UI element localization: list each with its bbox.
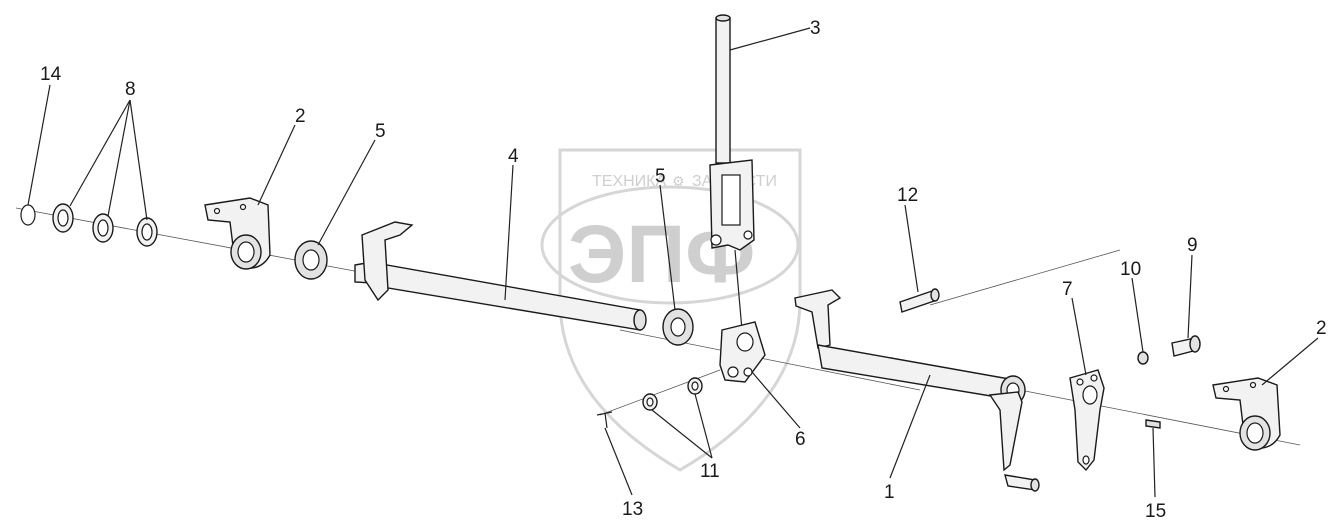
callout-1: 1 <box>884 482 895 503</box>
watermark-gear-icon: ⚙ <box>672 173 685 189</box>
arm-part-7 <box>1069 369 1105 472</box>
callout-2-left: 2 <box>295 106 306 127</box>
callout-5-right: 5 <box>655 166 666 187</box>
washers-part-8 <box>52 203 158 247</box>
bracket-part-2-left <box>204 197 271 270</box>
washers-part-11 <box>642 377 703 411</box>
bushing-part-5-left <box>294 240 328 280</box>
lever-shaft-part-1 <box>794 289 1040 492</box>
key-part-15 <box>1145 419 1161 429</box>
pin-part-12 <box>899 288 940 313</box>
leader-lines <box>27 27 1319 498</box>
callout-6: 6 <box>795 429 806 450</box>
bolt-part-9 <box>1171 335 1201 357</box>
callout-8: 8 <box>125 79 136 100</box>
bushing-part-5-right <box>662 308 694 346</box>
washer-part-10 <box>1137 351 1149 365</box>
snap-ring-part-14 <box>20 204 36 226</box>
callout-7: 7 <box>1062 279 1073 300</box>
cotter-pin-part-13 <box>596 411 613 429</box>
callout-15: 15 <box>1145 501 1166 522</box>
bracket-part-2-right <box>1212 377 1281 451</box>
callout-labels: 14 8 2 5 4 5 3 12 10 9 7 2 6 11 1 13 15 <box>40 18 1327 522</box>
callout-12: 12 <box>897 185 918 206</box>
callout-11: 11 <box>700 461 720 482</box>
callout-5-left: 5 <box>375 121 386 142</box>
callout-10: 10 <box>1120 259 1141 280</box>
callout-13: 13 <box>622 499 643 520</box>
callout-2-right: 2 <box>1316 318 1327 339</box>
fork-rod-part-3 <box>709 14 755 331</box>
lever-block-part-6 <box>719 321 766 383</box>
callout-9: 9 <box>1187 235 1198 256</box>
callout-4: 4 <box>508 146 519 167</box>
callout-3: 3 <box>810 18 821 39</box>
watermark-text-left: ТЕХНИКА <box>592 173 666 190</box>
callout-14: 14 <box>40 64 62 85</box>
